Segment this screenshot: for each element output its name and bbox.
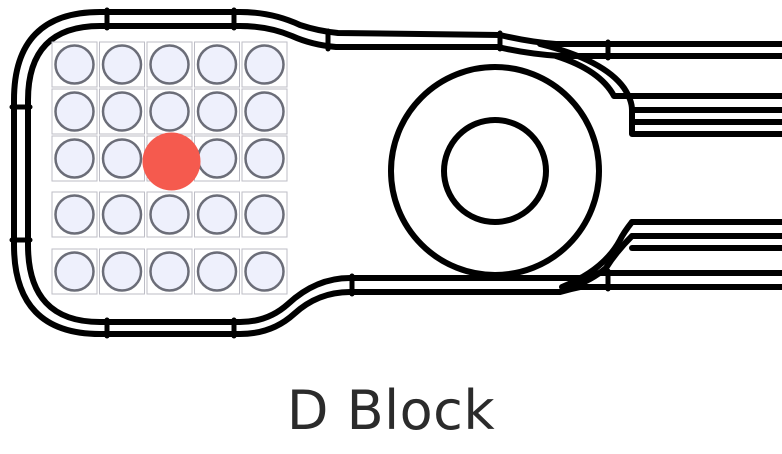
seat-circle: [196, 44, 238, 85]
upper-lane-inner: [553, 53, 782, 99]
seat[interactable]: [241, 248, 288, 295]
central-ring-inner: [441, 117, 549, 225]
seat-circle: [54, 91, 95, 132]
seat-circle: [149, 91, 190, 132]
seat[interactable]: [241, 191, 288, 238]
seat-circle: [196, 91, 238, 132]
seat[interactable]: [51, 41, 98, 88]
lower-lane-3: [569, 233, 635, 290]
seat-circle: [101, 44, 143, 85]
central-ring-outer: [388, 64, 602, 278]
seat-circle: [244, 44, 285, 85]
seat[interactable]: [241, 135, 288, 182]
seat[interactable]: [194, 191, 240, 238]
seat-circle: [54, 138, 95, 179]
seat-circle: [196, 251, 238, 292]
seat[interactable]: [194, 248, 240, 295]
seat-circle: [149, 194, 190, 235]
seat-circle: [101, 91, 143, 132]
selected-seat-marker[interactable]: [142, 132, 201, 191]
seat[interactable]: [51, 248, 98, 295]
seat[interactable]: [146, 191, 193, 238]
seat-circle: [196, 194, 238, 235]
seat[interactable]: [146, 41, 193, 88]
seat[interactable]: [194, 88, 240, 135]
seat[interactable]: [99, 248, 145, 295]
seat[interactable]: [51, 191, 98, 238]
seat-circle: [244, 91, 285, 132]
seat-circle: [244, 194, 285, 235]
seat[interactable]: [241, 88, 288, 135]
seat-circle: [54, 251, 95, 292]
outer-wall: [11, 9, 782, 337]
seat[interactable]: [241, 41, 288, 88]
seat[interactable]: [194, 135, 240, 182]
seat[interactable]: [194, 41, 240, 88]
seat-circle: [101, 138, 143, 179]
seat-circle: [244, 138, 285, 179]
seat-circle: [101, 194, 143, 235]
seat-circle: [149, 251, 190, 292]
seat[interactable]: [99, 191, 145, 238]
seat-circle: [196, 138, 238, 179]
seat[interactable]: [99, 88, 145, 135]
marker-layer: [142, 132, 201, 191]
seat[interactable]: [51, 88, 98, 135]
seat[interactable]: [99, 41, 145, 88]
seat-circle: [54, 44, 95, 85]
seat-circle: [54, 194, 95, 235]
seat[interactable]: [146, 248, 193, 295]
seat-circle: [149, 44, 190, 85]
venue-outline: [9, 7, 782, 339]
seat-circle: [101, 251, 143, 292]
lower-lane-2: [559, 219, 635, 290]
seat[interactable]: [51, 135, 98, 182]
seat-circle: [244, 251, 285, 292]
block-label: D Block: [286, 379, 496, 442]
inner-wall: [25, 23, 782, 325]
seat[interactable]: [146, 88, 193, 135]
seat[interactable]: [99, 135, 145, 182]
